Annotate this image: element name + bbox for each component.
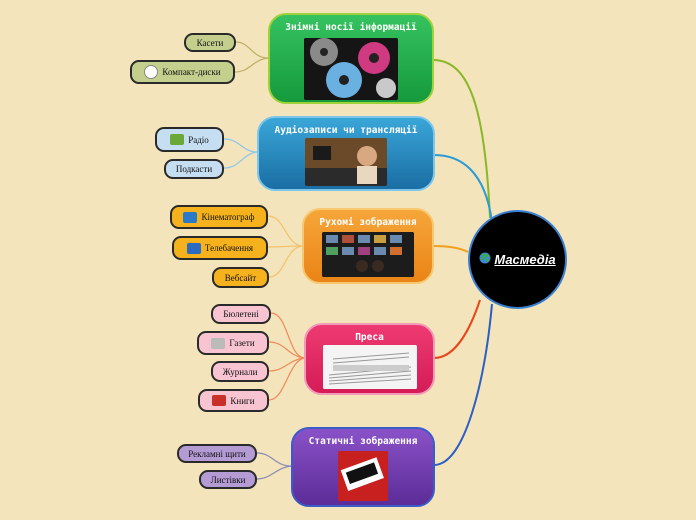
cd-icon xyxy=(144,65,159,79)
poster-image xyxy=(338,451,388,501)
leaf-magazines[interactable]: Журнали xyxy=(211,361,269,382)
leaf-billboards[interactable]: Рекламні щити xyxy=(177,444,257,463)
branch-removable-media[interactable]: Знімні носії інформації xyxy=(268,13,434,104)
newspaper-icon xyxy=(211,337,226,349)
central-topic-node[interactable]: Масмедіа xyxy=(468,210,567,309)
tv-wall-image xyxy=(322,232,414,277)
tv-icon xyxy=(186,242,201,254)
leaf-cinema[interactable]: Кінематограф xyxy=(170,205,268,229)
central-topic-label: Масмедіа xyxy=(479,252,556,267)
leaf-television[interactable]: Телебачення xyxy=(172,236,268,260)
branch-title: Преса xyxy=(355,332,384,343)
newspapers-image xyxy=(322,345,417,389)
branch-title: Статичні зображення xyxy=(308,436,418,447)
leaf-radio[interactable]: Радіо xyxy=(155,127,224,152)
globe-icon xyxy=(479,252,491,267)
leaf-cassettes[interactable]: Касети xyxy=(184,33,236,52)
leaf-bulletins[interactable]: Бюлетені xyxy=(211,304,271,324)
branch-static-images[interactable]: Статичні зображення xyxy=(291,427,435,507)
leaf-books[interactable]: Книги xyxy=(198,389,269,412)
branch-press[interactable]: Преса xyxy=(304,323,435,395)
cd-disks-image xyxy=(304,38,398,100)
leaf-newspapers[interactable]: Газети xyxy=(197,331,269,355)
branch-title: Знімні носії інформації xyxy=(285,22,417,33)
branch-title: Рухомі зображення xyxy=(319,217,417,228)
radio-icon xyxy=(170,134,185,145)
branch-moving-images[interactable]: Рухомі зображення xyxy=(302,208,434,284)
books-icon xyxy=(212,395,227,406)
leaf-compact-discs[interactable]: Компакт-диски xyxy=(130,60,235,84)
leaf-podcasts[interactable]: Подкасти xyxy=(164,159,224,179)
leaf-website[interactable]: Вебсайт xyxy=(212,267,269,288)
branch-title: Аудіозаписи чи трансляції xyxy=(274,125,418,136)
leaf-postcards[interactable]: Листівки xyxy=(199,470,257,489)
branch-audio-broadcasts[interactable]: Аудіозаписи чи трансляції xyxy=(257,116,435,191)
radio-studio-image xyxy=(305,138,387,186)
cinema-icon xyxy=(183,211,198,223)
